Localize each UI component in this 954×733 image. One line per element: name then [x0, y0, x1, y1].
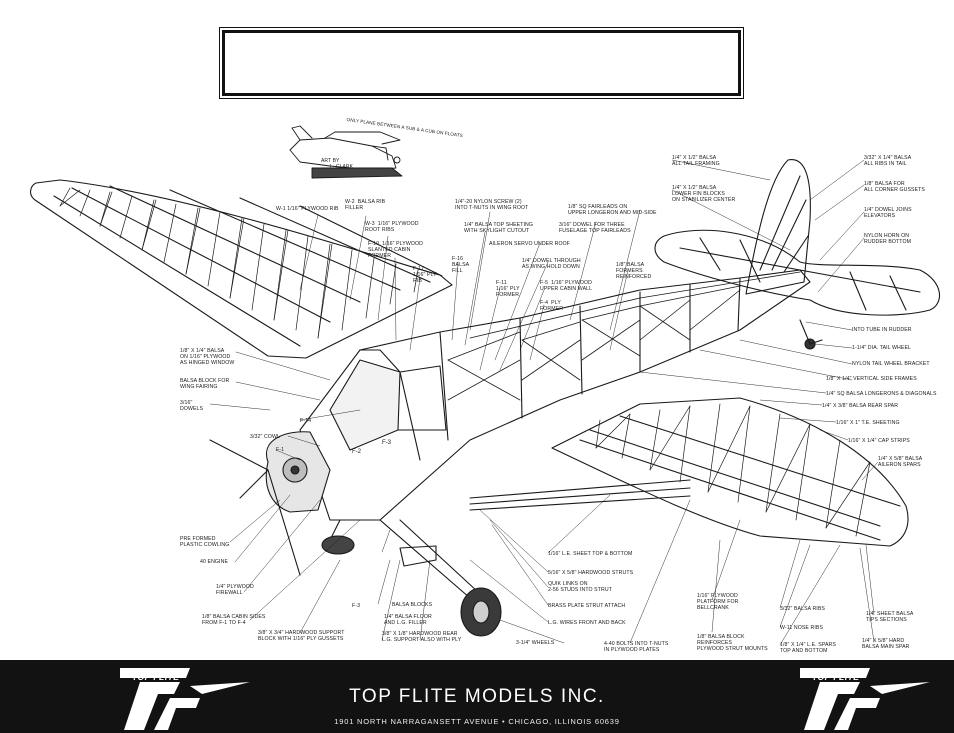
callout-fin-blocks: 1/4" x 1/2" BALSA LOWER FIN BLOCKS ON ST… — [672, 185, 736, 203]
callout-pre-formed: PRE FORMED PLASTIC COWLING — [180, 536, 230, 548]
callout-tail-framing: 1/4" x 1/2" BALSA ALL TAIL FRAMING — [672, 155, 720, 167]
callout-hardwood-block: 3/8" X 3/4" HARDWOOD SUPPORT BLOCK WITH … — [258, 630, 345, 642]
callout-hinged-window: 1/8" X 1/4" BALSA ON 1/16" PLYWOOD AS HI… — [180, 348, 235, 366]
right-wing — [551, 397, 909, 547]
callout-tips: 1/4" SHEET BALSA TIPS SECTIONS — [866, 611, 914, 623]
callout-aileron-servo: AILERON SERVO UNDER ROOF — [489, 241, 570, 247]
callout-cabin-sides: 1/8" BALSA CABIN SIDES FROM F-1 TO F-4 — [202, 614, 266, 626]
callout-longerons: 1/4" SQ BALSA LONGERONS & DIAGONALS — [826, 391, 937, 397]
callout-f14: F-14 — [300, 418, 312, 424]
callout-balsa-ribs: 3/32" BALSA RIBS — [780, 606, 825, 612]
callout-f17: F-17 1/16" PLY RIB — [413, 266, 437, 284]
callout-brass-plate: BRASS PLATE STRUT ATTACH — [548, 603, 626, 609]
callout-f11: F-11 1/16" PLY FORMER — [496, 280, 520, 298]
callout-f5: F-5 1/16" PLYWOOD UPPER CABIN WALL — [540, 280, 593, 292]
callout-bellcrank: 1/16" PLYWOOD PLATFORM FOR BELLCRANK — [697, 593, 739, 611]
callout-nylon-screw: 1/4"-20 NYLON SCREW (2) INTO T-NUTS IN W… — [455, 199, 529, 211]
callout-dowel-three: 3/16" DOWEL FOR THREE FUSELAGE TOP FAIRL… — [559, 222, 631, 234]
callout-engine: 40 ENGINE — [200, 559, 229, 565]
company-address: 1901 NORTH NARRAGANSETT AVENUE • CHICAGO… — [334, 717, 620, 726]
callout-lg-wires: L.G. WIRES FRONT AND BACK — [548, 620, 626, 626]
callout-struts: 5/16" X 5/8" HARDWOOD STRUTS — [548, 570, 634, 576]
callout-f3-low: F-3 — [352, 603, 361, 609]
left-wing — [30, 179, 453, 359]
tail-assembly — [654, 159, 941, 350]
callout-dowel-elevators: 1/4" DOWEL JOINS ELEVATORS — [864, 207, 912, 219]
callout-tail-ribs: 3/32" X 1/4" BALSA ALL RIBS IN TAIL — [864, 155, 912, 167]
callout-vertical-frames: 1/8" X 1/4" VERTICAL SIDE FRAMES — [826, 376, 917, 382]
callout-w1: W-1 1/16" PLYWOOD RIB — [276, 206, 339, 212]
callout-aileron-spars: 1/4" X 5/8" BALSA AILERON SPARS — [878, 456, 923, 468]
callout-cap-strips: 1/16" X 1/4" CAP STRIPS — [848, 438, 910, 444]
callout-le-spars: 1/8" X 1/4" L.E. SPARS TOP AND BOTTOM — [780, 642, 836, 654]
callout-nylon-horn: NYLON HORN ON RUDDER BOTTOM — [864, 233, 912, 245]
inset-floatplane — [289, 125, 403, 179]
callout-nose-ribs: W-11 NOSE RIBS — [780, 625, 824, 631]
callout-balsa-block-reinforces: 1/8" BALSA BLOCK REINFORCES PLYWOOD STRU… — [697, 634, 768, 652]
callout-wheels: 3-1/4" WHEELS — [516, 640, 555, 646]
callout-hardwood-rear: 3/8" X 1/8" HARDWOOD REAR L.G. SUPPORT A… — [382, 631, 462, 643]
fuselage — [209, 269, 811, 637]
callout-tail-bracket: NYLON TAIL WHEEL BRACKET — [852, 361, 930, 367]
callout-cowl: 3/32" COWL — [250, 434, 280, 440]
inset-art-by: ART BY — [321, 158, 340, 164]
callout-bolts: 4-40 BOLTS INTO T-NUTS IN PLYWOOD PLATES — [604, 641, 669, 653]
former-f2-mark: F-2 — [352, 449, 361, 455]
callout-dowel-wing: 1/4" DOWEL THROUGH AS WING HOLD DOWN — [522, 258, 581, 270]
callout-corner-gussets: 1/8" BALSA FOR ALL CORNER GUSSETS — [864, 181, 925, 193]
callout-quik-links: QUIK LINKS ON 2-56 STUDS INTO STRUT — [548, 581, 612, 593]
callout-tail-wheel: 1-1/4" DIA. TAIL WHEEL — [852, 345, 912, 351]
company-name: TOP FLITE MODELS INC. — [349, 686, 605, 707]
callout-rear-spar: 1/4" X 3/8" BALSA REAR SPAR — [822, 403, 899, 409]
callout-le-sheet: 1/16" L.E. SHEET TOP & BOTTOM — [548, 551, 633, 557]
callout-wing-fairing: BALSA BLOCK FOR WING FAIRING — [180, 378, 230, 390]
callout-te-sheeting: 1/16" X 1" T.E. SHEETING — [836, 420, 900, 426]
callout-f4: F-4 PLY FORMER — [540, 300, 564, 312]
top-flite-logo-right — [800, 668, 930, 730]
logo-right-text: TOP FLITE — [812, 672, 860, 682]
callout-balsa-floor: 1/4" BALSA FLOOR AND L.G. FILLER — [384, 614, 432, 626]
cutaway-drawing — [30, 125, 941, 646]
callout-dowels-316: 3/16" DOWELS — [180, 400, 204, 412]
callout-f10: F-10 1/16" PLYWOOD SLANTED CABIN FORMER — [368, 241, 423, 259]
top-flite-logo-left — [120, 668, 250, 730]
callout-top-sheeting: 1/4" BALSA TOP SHEETING WITH SKYLIGHT CU… — [464, 222, 534, 234]
inset-artist: L. CLARK — [330, 164, 354, 170]
callout-into-tube: INTO TUBE IN RUDDER — [852, 327, 912, 333]
callout-main-spar: 1/4" X 5/8" HARD BALSA MAIN SPAR — [862, 638, 910, 650]
leader-lines — [209, 159, 879, 646]
callout-f1: F-1 — [276, 447, 285, 453]
callout-formers-reinforced: 1/8" BALSA FORMERS REINFORCED — [616, 262, 652, 280]
title-frame — [219, 27, 744, 99]
callout-fairleads: 1/8" SQ FAIRLEADS ON UPPER LONGERON AND … — [568, 204, 657, 216]
callout-f16: F-16 BALSA FILL — [452, 256, 470, 274]
callout-firewall: 1/4" PLYWOOD FIREWALL — [216, 584, 254, 596]
callout-w3: W-3 1/16" PLYWOOD ROOT RIBS — [365, 221, 419, 233]
former-f3-mark: F-3 — [382, 440, 391, 446]
logo-left-text: TOP FLITE — [132, 672, 180, 682]
callout-w2: W-2 BALSA RIB FILLER — [345, 199, 386, 211]
callout-balsa-blocks: BALSA BLOCKS — [392, 602, 433, 608]
